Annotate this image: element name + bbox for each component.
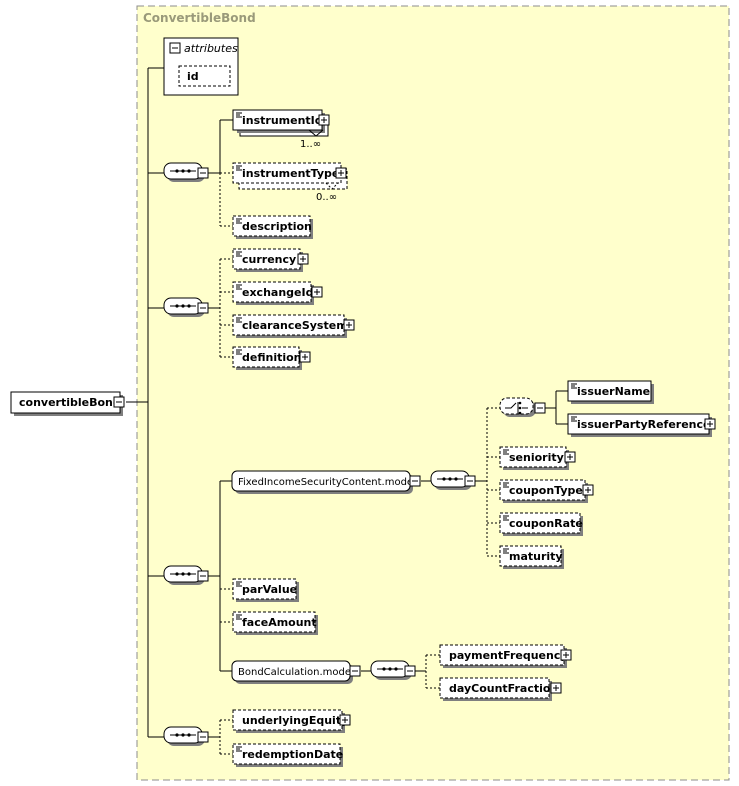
group-FixedIncomeSecurityContent-model[interactable]: FixedIncomeSecurityContent.model [231,470,421,494]
element-instrumentType[interactable]: instrumentType 0..∞ [232,162,348,203]
sequence-4-collapse-icon[interactable] [197,731,209,743]
connectors [126,67,568,755]
sequence-compositor-fixed-income[interactable] [430,470,476,490]
parValue-label: parValue [242,583,297,596]
exchangeId-label: exchangeId [242,286,313,299]
clearanceSystem-label: clearanceSystem [242,319,348,332]
group-collapse-icon[interactable] [349,665,361,677]
element-issuerPartyReference[interactable]: issuerPartyReference [567,413,716,437]
group-collapse-icon[interactable] [409,475,421,487]
underlyingEquity-label: underlyingEquity [242,714,348,727]
couponRate-label: couponRate [509,517,583,530]
sequence-1-collapse-icon[interactable] [197,167,209,179]
expand-icon[interactable] [564,451,576,463]
root-element-convertibleBond[interactable]: convertibleBond [10,391,125,416]
expand-icon[interactable] [335,167,347,179]
root-label: convertibleBond [19,396,121,409]
expand-icon[interactable] [343,319,355,331]
element-issuerName[interactable]: issuerName [567,380,654,404]
instrumentType-label: instrumentType [242,167,339,180]
attribute-id-label: id [187,70,199,83]
sequence-compositor-1[interactable] [163,162,209,182]
expand-icon[interactable] [704,418,716,430]
element-paymentFrequency[interactable]: paymentFrequency [439,644,572,668]
expand-icon[interactable] [582,484,594,496]
bond-calc-group-label: BondCalculation.model [238,667,354,678]
expand-icon[interactable] [550,682,562,694]
redemptionDate-label: redemptionDate [242,748,343,761]
element-definition[interactable]: definition [232,346,311,370]
choice-compositor[interactable] [499,397,546,417]
faceAmount-label: faceAmount [242,616,317,629]
element-parValue[interactable]: parValue [232,578,299,602]
expand-icon[interactable] [311,286,323,298]
attributes-title: attributes [184,42,238,55]
issuerName-label: issuerName [577,385,650,398]
sequence-compositor-3[interactable] [163,565,209,585]
definition-label: definition [242,351,302,364]
collapse-icon[interactable] [113,396,125,408]
instrumentId-occurrence: 1..∞ [300,139,321,150]
expand-icon[interactable] [339,714,351,726]
expand-icon[interactable] [560,649,572,661]
element-couponType[interactable]: couponType [499,479,594,503]
element-exchangeId[interactable]: exchangeId [232,281,323,305]
element-faceAmount[interactable]: faceAmount [232,611,318,635]
fixed-income-group-label: FixedIncomeSecurityContent.model [238,477,416,488]
element-underlyingEquity[interactable]: underlyingEquity [232,709,351,733]
choice-collapse-icon[interactable] [534,402,546,414]
instrumentId-label: instrumentId [242,114,323,127]
expand-icon[interactable] [297,253,309,265]
element-redemptionDate[interactable]: redemptionDate [232,743,343,767]
currency-label: currency [242,253,296,266]
description-label: description [242,220,312,233]
dayCountFraction-label: dayCountFraction [449,682,558,695]
complex-type-name: ConvertibleBond [143,11,256,25]
element-couponRate[interactable]: couponRate [499,512,583,536]
element-description[interactable]: description [232,215,313,239]
issuerPartyReference-label: issuerPartyReference [577,418,711,431]
sequence-bc-collapse-icon[interactable] [404,665,416,677]
paymentFrequency-label: paymentFrequency [449,649,568,662]
element-currency[interactable]: currency [232,248,309,272]
attribute-id[interactable]: id [178,65,231,87]
attributes-box: attributes id [163,37,239,96]
couponType-label: couponType [509,484,583,497]
attributes-collapse-icon[interactable] [169,42,181,54]
element-clearanceSystem[interactable]: clearanceSystem [232,314,355,338]
sequence-3-collapse-icon[interactable] [197,570,209,582]
sequence-compositor-4[interactable] [163,726,209,746]
instrumentType-occurrence: 0..∞ [316,192,337,203]
sequence-compositor-bond-calc[interactable] [370,660,416,680]
element-dayCountFraction[interactable]: dayCountFraction [439,677,562,701]
element-seniority[interactable]: seniority [499,446,576,470]
sequence-compositor-2[interactable] [163,297,209,317]
expand-icon[interactable] [299,351,311,363]
expand-icon[interactable] [318,114,330,126]
group-BondCalculation-model[interactable]: BondCalculation.model [231,660,361,684]
sequence-fi-collapse-icon[interactable] [464,475,476,487]
element-instrumentId[interactable]: instrumentId 1..∞ [232,109,330,150]
sequence-2-collapse-icon[interactable] [197,302,209,314]
seniority-label: seniority [509,451,564,464]
element-maturity[interactable]: maturity [499,545,564,569]
maturity-label: maturity [509,550,563,563]
